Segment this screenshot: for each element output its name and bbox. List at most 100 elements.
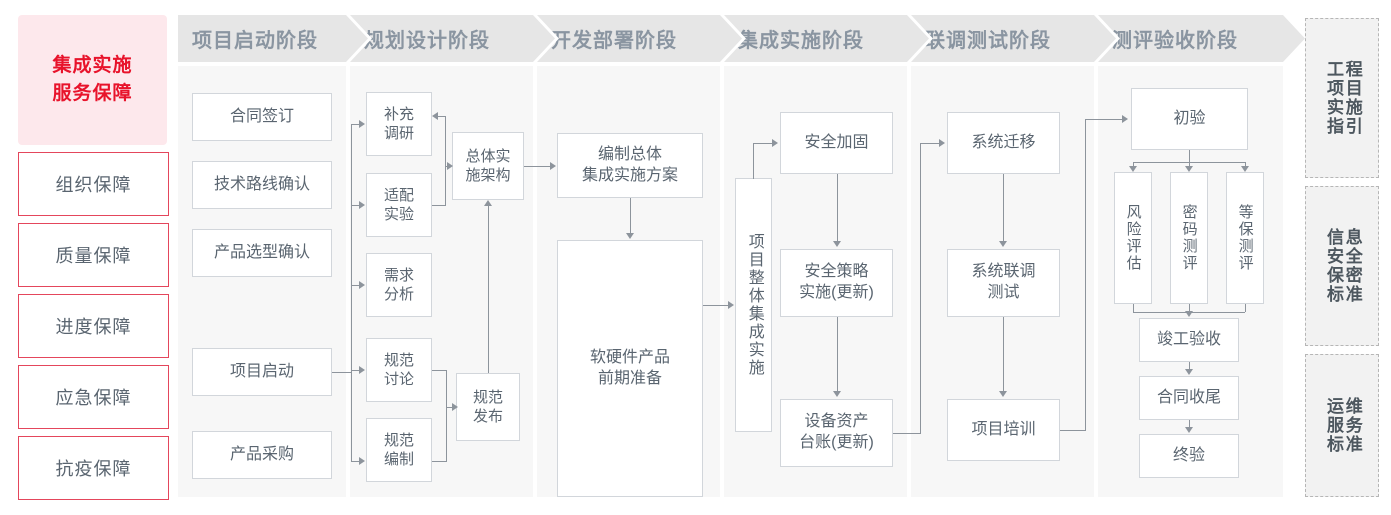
- node-label: 系统迁移: [971, 133, 1036, 151]
- connector-plan-to-preparation: [630, 198, 631, 234]
- phase-header-6[interactable]: 测评验收阶段: [1098, 15, 1305, 62]
- connector-closeout-to-final: [1189, 420, 1190, 428]
- node-label: 等保测评: [1236, 204, 1254, 272]
- standard-label-col-left: 工项实指: [1324, 60, 1343, 136]
- arrowhead-risk-assessment: [1129, 166, 1137, 172]
- node-label: 密码测评: [1180, 204, 1198, 272]
- arrowhead-security-hardening: [772, 139, 778, 147]
- node-contract-signing[interactable]: 合同签订: [192, 93, 332, 141]
- connector-training-riser: [1085, 119, 1086, 431]
- node-completion-acceptance[interactable]: 竣工验收: [1139, 318, 1239, 362]
- node-project-kickoff[interactable]: 项目启动: [192, 348, 332, 396]
- phase-header-1[interactable]: 项目启动阶段: [178, 15, 368, 62]
- node-system-migration[interactable]: 系统迁移: [947, 112, 1060, 174]
- left-item-epidemic[interactable]: 抗疫保障: [18, 436, 169, 500]
- node-label: 需求 分析: [383, 266, 414, 304]
- node-label: 设备资产 台账(更新): [799, 413, 874, 451]
- connector-integration-to-hardening: [753, 143, 773, 144]
- arrowhead-overall-integration: [728, 301, 734, 309]
- arrowhead-spec-discussion: [359, 366, 365, 374]
- arrowhead-draft-plan: [550, 162, 556, 170]
- left-panel-title-line1: 集成实施: [52, 55, 133, 77]
- standard-operation-maintenance-service[interactable]: 维务准 运服标: [1305, 354, 1379, 497]
- node-security-hardening[interactable]: 安全加固: [780, 112, 893, 174]
- arrowhead-overall-architecture: [447, 162, 453, 170]
- node-label: 安全加固: [804, 133, 869, 151]
- connector-to-risk: [1133, 162, 1134, 168]
- phase-header-2[interactable]: 规划设计阶段: [350, 15, 555, 62]
- arrowhead-supplementary-research: [359, 120, 365, 128]
- node-overall-project-integration[interactable]: 项目整体集成实施: [735, 178, 772, 432]
- node-contract-closeout[interactable]: 合同收尾: [1139, 376, 1239, 420]
- left-item-progress[interactable]: 进度保障: [18, 294, 169, 358]
- node-product-procurement[interactable]: 产品采购: [192, 431, 332, 479]
- node-supplementary-research[interactable]: 补充 调研: [366, 92, 432, 156]
- arrowhead-back-to-supplementary-research: [432, 112, 438, 120]
- node-adaptation-experiment[interactable]: 适配 实验: [366, 173, 432, 237]
- left-item-label: 质量保障: [55, 246, 132, 266]
- arrowhead-contract-closeout: [1185, 369, 1193, 375]
- standard-engineering-project-guide[interactable]: 程目施引 工项实指: [1305, 18, 1379, 178]
- node-label: 补充 调研: [383, 105, 414, 143]
- node-device-asset-ledger[interactable]: 设备资产 台账(更新): [780, 399, 893, 467]
- phase-header-3[interactable]: 开发部署阶段: [537, 15, 742, 62]
- node-label: 项目培训: [971, 420, 1036, 438]
- connector-completion-to-closeout: [1189, 362, 1190, 370]
- node-label: 终验: [1172, 446, 1205, 464]
- node-hw-sw-product-preparation[interactable]: 软硬件产品 前期准备: [557, 240, 703, 497]
- arrowhead-system-migration: [939, 139, 945, 147]
- arrowhead-spec-drafting: [359, 457, 365, 465]
- node-tech-route-confirm[interactable]: 技术路线确认: [192, 161, 332, 209]
- left-item-label: 应急保障: [55, 388, 132, 408]
- node-label: 总体实 施架构: [465, 147, 511, 185]
- node-draft-overall-integration-plan[interactable]: 编制总体 集成实施方案: [557, 133, 703, 198]
- node-risk-assessment[interactable]: 风险评估: [1114, 172, 1152, 304]
- connector-to-spec-discussion: [351, 370, 360, 371]
- node-spec-release[interactable]: 规范 发布: [456, 373, 520, 441]
- connector-arch-riser: [445, 116, 446, 206]
- connector-joint-test-to-training: [1003, 317, 1004, 392]
- connector-integration-riser: [753, 143, 754, 179]
- connector-arch-to-research: [438, 116, 445, 117]
- arrowhead-spec-release: [452, 403, 458, 411]
- left-panel-title: 集成实施 服务保障: [18, 15, 167, 145]
- node-label: 技术路线确认: [213, 175, 310, 193]
- phase-header-label: 测评验收阶段: [1112, 30, 1238, 52]
- phase-header-4[interactable]: 集成实施阶段: [724, 15, 929, 62]
- left-panel-title-line2: 服务保障: [52, 83, 133, 104]
- left-item-emergency[interactable]: 应急保障: [18, 365, 169, 429]
- connector-migration-to-joint-test: [1003, 174, 1004, 242]
- node-label: 产品选型确认: [213, 243, 310, 261]
- connector-release-bus: [446, 370, 447, 462]
- node-overall-implementation-architecture[interactable]: 总体实 施架构: [452, 132, 524, 200]
- phase-header-5[interactable]: 联调测试阶段: [911, 15, 1116, 62]
- node-system-joint-test[interactable]: 系统联调 测试: [947, 249, 1060, 317]
- node-label: 风险评估: [1124, 204, 1142, 272]
- node-label: 系统联调 测试: [971, 263, 1036, 301]
- left-item-label: 组织保障: [55, 175, 132, 195]
- connector-to-requirement-analysis: [351, 285, 360, 286]
- arrowhead-cryptography-evaluation: [1185, 166, 1193, 172]
- node-cryptography-evaluation[interactable]: 密码测评: [1170, 172, 1208, 304]
- arrowhead-device-asset: [833, 391, 841, 397]
- connector-training-out: [1060, 430, 1085, 431]
- connector-discussion-to-release: [432, 370, 446, 371]
- node-preliminary-acceptance[interactable]: 初验: [1131, 88, 1248, 150]
- node-product-selection-confirm[interactable]: 产品选型确认: [192, 229, 332, 277]
- node-classified-protection-evaluation[interactable]: 等保测评: [1226, 172, 1264, 304]
- arrowhead-architecture-from-release: [484, 200, 492, 206]
- node-label: 项目整体集成实施: [745, 233, 763, 377]
- node-spec-discussion[interactable]: 规范 讨论: [366, 338, 432, 402]
- standard-information-security-confidentiality[interactable]: 息全密准 信安保标: [1305, 186, 1379, 346]
- connector-hardening-to-policy: [837, 174, 838, 242]
- left-item-quality[interactable]: 质量保障: [18, 223, 169, 287]
- node-requirement-analysis[interactable]: 需求 分析: [366, 253, 432, 317]
- node-label: 安全策略 实施(更新): [799, 263, 874, 301]
- phase-header-label: 开发部署阶段: [551, 30, 677, 52]
- node-spec-drafting[interactable]: 规范 编制: [366, 418, 432, 482]
- node-security-policy-implementation[interactable]: 安全策略 实施(更新): [780, 249, 893, 317]
- connector-to-supplementary-research: [351, 124, 360, 125]
- node-final-acceptance[interactable]: 终验: [1139, 434, 1239, 478]
- left-item-organization[interactable]: 组织保障: [18, 152, 169, 216]
- node-project-training[interactable]: 项目培训: [947, 399, 1060, 461]
